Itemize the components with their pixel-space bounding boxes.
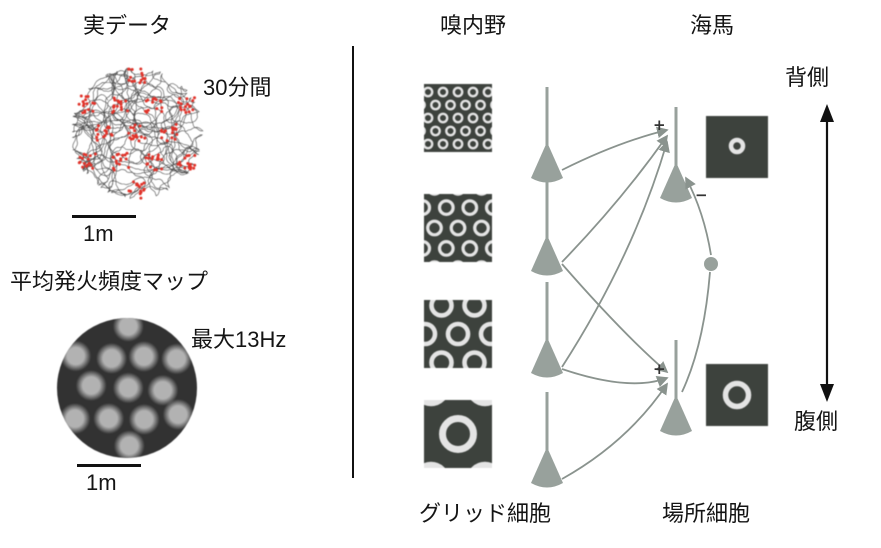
place-field-bg <box>706 116 768 178</box>
trajectory-plot <box>71 67 204 200</box>
scale-label-trajectory: 1m <box>83 221 114 246</box>
grid-cell-neuron-1 <box>529 85 565 184</box>
grid-cell-neuron-2 <box>529 178 565 277</box>
trajectory-path <box>71 67 204 199</box>
panel-divider <box>352 46 354 478</box>
scale-bar-trajectory <box>72 215 136 218</box>
place-cells-label: 場所細胞 <box>662 501 751 526</box>
spike-dots <box>77 67 197 200</box>
firing-rate-map <box>57 318 197 458</box>
trajectory-duration-label: 30分間 <box>203 75 272 100</box>
entorhinal-header: 嗅内野 <box>440 13 507 38</box>
ratemap-blobs <box>59 318 194 458</box>
place-field-ventral <box>706 364 768 426</box>
dorsoventral-axis-arrow <box>820 104 834 402</box>
grid-cell-neurons <box>529 85 565 489</box>
real-data-title: 実データ <box>83 13 172 38</box>
grid-pattern-4-largest-scale <box>424 400 492 468</box>
place-field-ventral-blob <box>722 380 752 410</box>
dorsal-label: 背側 <box>785 65 830 90</box>
grid-pattern-bg <box>424 400 492 468</box>
ratemap-title: 平均発火頻度マップ <box>10 269 209 294</box>
grid-pattern-1-smallest-scale <box>424 84 492 152</box>
grid-cell-neuron-4 <box>529 390 565 489</box>
grid-pattern-3 <box>424 300 492 368</box>
place-field-bg <box>706 364 768 426</box>
connection-grid2-dorsal <box>561 134 669 263</box>
scale-label-ratemap: 1m <box>86 470 117 495</box>
interneuron <box>704 257 718 271</box>
ventral-label: 腹側 <box>794 409 839 434</box>
connection-grid2-ventral <box>561 263 669 374</box>
ventral-to-interneuron-connection <box>681 271 711 393</box>
plus-sign-ventral: + <box>653 360 666 378</box>
connection-grid1-dorsal <box>561 126 669 171</box>
grid-pattern-bg <box>424 194 492 262</box>
minus-sign: − <box>695 186 708 204</box>
grid-pattern-2 <box>424 194 492 262</box>
connection-grid3-dorsal <box>561 140 670 368</box>
place-field-dorsal-blob <box>728 137 746 155</box>
grid-cell-neuron-3 <box>529 280 565 379</box>
grid-cells-label: グリッド細胞 <box>419 501 552 526</box>
interneuron-circuit <box>681 176 718 393</box>
ratemap-max-label: 最大13Hz <box>191 327 287 352</box>
connection-grid4-ventral <box>561 382 668 480</box>
place-field-dorsal <box>706 116 768 178</box>
plus-sign-dorsal: + <box>653 116 666 134</box>
interneuron-to-dorsal-connection <box>685 176 712 256</box>
connection-grid3-ventral <box>561 368 669 387</box>
hippocampus-header: 海馬 <box>690 13 735 38</box>
grid-to-place-connections <box>561 126 670 480</box>
scale-bar-ratemap <box>77 464 141 467</box>
